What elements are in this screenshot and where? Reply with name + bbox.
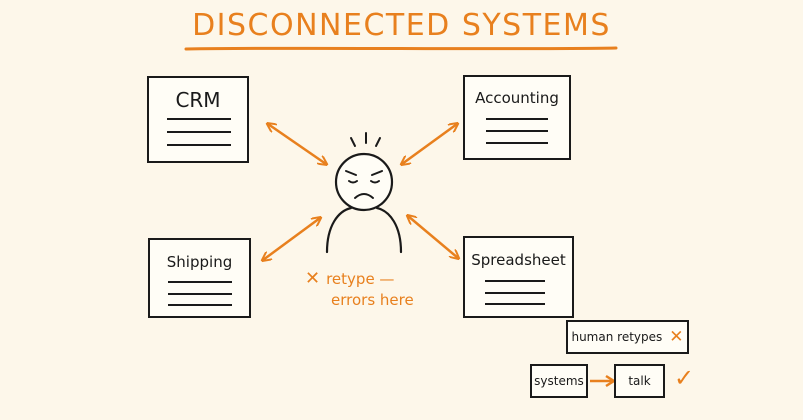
spreadsheet-line-3 — [485, 303, 545, 305]
diagram-title: DISCONNECTED SYSTEMS — [192, 8, 611, 43]
crm-line-2 — [167, 131, 231, 133]
legend-talk-label: talk — [628, 374, 651, 388]
shipping-line-1 — [168, 281, 232, 283]
legend-systems-box: systems — [530, 364, 588, 398]
legend-systems-label: systems — [534, 374, 584, 388]
accounting-line-3 — [486, 142, 548, 144]
accounting-line-1 — [486, 118, 548, 120]
retype-note-line-1: retype — — [326, 270, 395, 288]
shipping-line-2 — [168, 293, 232, 295]
shipping-line-3 — [168, 304, 232, 306]
legend-x-icon: ✕ — [669, 327, 684, 347]
spreadsheet-box: Spreadsheet — [463, 236, 574, 318]
shipping-box: Shipping — [148, 238, 251, 318]
accounting-line-2 — [486, 130, 548, 132]
legend-human-retypes: human retypes ✕ — [566, 320, 689, 354]
crm-line-3 — [167, 144, 231, 146]
double-arrow-icon — [408, 216, 458, 258]
error-x-icon: ✕ — [305, 268, 321, 289]
double-arrow-icon — [402, 124, 457, 164]
spreadsheet-label: Spreadsheet — [471, 251, 566, 269]
crm-box: CRM — [147, 76, 249, 163]
accounting-box: Accounting — [463, 75, 571, 160]
crm-label: CRM — [175, 88, 221, 112]
crm-line-1 — [167, 118, 231, 120]
double-arrow-icon — [263, 218, 320, 260]
retype-note: ✕ retype — errors here — [305, 268, 440, 311]
spreadsheet-line-2 — [485, 292, 545, 294]
worried-person-icon — [325, 132, 403, 254]
double-arrow-icon — [268, 124, 326, 164]
legend-check-icon: ✓ — [674, 364, 695, 392]
accounting-label: Accounting — [475, 89, 559, 107]
legend-human-label: human retypes — [571, 330, 663, 344]
shipping-label: Shipping — [166, 253, 233, 271]
legend-talk-box: talk — [614, 364, 665, 398]
retype-note-line-2: errors here — [331, 291, 414, 309]
spreadsheet-line-1 — [485, 280, 545, 282]
